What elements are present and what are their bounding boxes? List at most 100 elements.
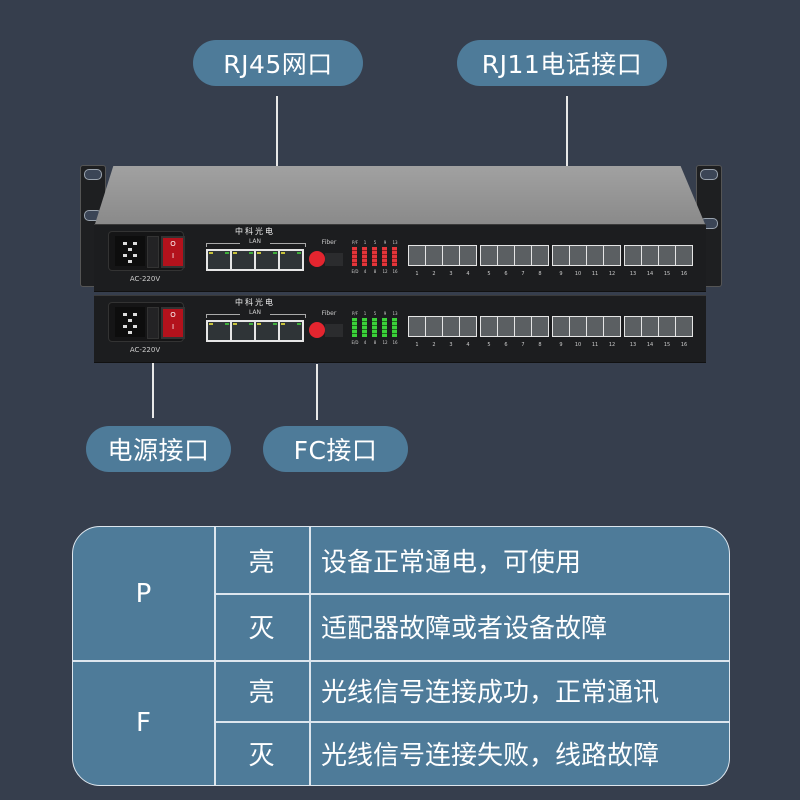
rj11-port[interactable] — [498, 317, 514, 336]
status-led — [382, 247, 387, 266]
indicator-cell-f: F — [73, 660, 214, 785]
port-number: 12 — [608, 342, 616, 348]
state-cell: 亮 — [214, 527, 309, 593]
rj11-port[interactable] — [604, 317, 620, 336]
rj11-port[interactable] — [659, 246, 675, 265]
rj11-port[interactable] — [481, 317, 497, 336]
rj45-port[interactable] — [232, 251, 254, 269]
meaning-cell: 适配器故障或者设备故障 — [321, 593, 721, 660]
rj11-port[interactable] — [443, 317, 459, 336]
meaning-text: 光线信号连接失败，线路故障 — [321, 740, 660, 771]
rj11-port[interactable] — [642, 317, 658, 336]
led-top-label: 13 — [392, 240, 398, 245]
table-divider — [73, 660, 729, 662]
rj11-port[interactable] — [553, 317, 569, 336]
rj11-port[interactable] — [498, 246, 514, 265]
indicator-label: P — [135, 578, 152, 609]
rj45-port[interactable] — [256, 251, 278, 269]
led-top-label: 5 — [373, 240, 377, 245]
callout-power: 电源接口 — [86, 426, 231, 472]
fc-connector[interactable] — [309, 251, 325, 267]
rj11-port[interactable] — [587, 317, 603, 336]
status-led — [372, 247, 377, 266]
rj11-port[interactable] — [587, 246, 603, 265]
callout-power-label: 电源接口 — [107, 436, 210, 465]
rj45-port[interactable] — [208, 322, 230, 340]
rj11-port[interactable] — [625, 317, 641, 336]
rj11-port[interactable] — [625, 246, 641, 265]
rj11-port[interactable] — [426, 317, 442, 336]
rj11-port[interactable] — [409, 246, 425, 265]
port-number: 14 — [646, 342, 654, 348]
switch-on-mark: O — [170, 311, 176, 319]
rj11-port[interactable] — [532, 317, 548, 336]
led-bottom-label: 8 — [373, 340, 377, 345]
rj11-port[interactable] — [409, 317, 425, 336]
rj11-port-group — [480, 316, 549, 337]
meaning-cell: 设备正常通电，可使用 — [321, 527, 721, 593]
table-divider — [214, 721, 729, 723]
rj45-port-block — [206, 249, 304, 271]
port-number: 8 — [538, 271, 542, 277]
rj11-port[interactable] — [604, 246, 620, 265]
state-label: 灭 — [248, 614, 275, 644]
rack-hole-icon — [700, 169, 718, 180]
led-bottom-label: 16 — [392, 340, 398, 345]
rj11-port[interactable] — [460, 317, 476, 336]
status-led — [392, 247, 397, 266]
state-cell: 灭 — [214, 721, 309, 785]
rj11-port[interactable] — [659, 317, 675, 336]
led-bottom-label: 16 — [392, 269, 398, 274]
rj11-port[interactable] — [570, 317, 586, 336]
rj11-port[interactable] — [515, 246, 531, 265]
meaning-cell: 光线信号连接成功，正常通讯 — [321, 660, 721, 721]
callout-fc: FC接口 — [263, 426, 408, 472]
rj45-port[interactable] — [256, 322, 278, 340]
port-number: 13 — [629, 271, 637, 277]
rj45-port-block — [206, 320, 304, 342]
rj45-port[interactable] — [280, 251, 302, 269]
brand-logo: 中科光电 — [235, 298, 275, 307]
rj11-port[interactable] — [443, 246, 459, 265]
fiber-label: Fiber — [321, 310, 337, 317]
port-number: 5 — [487, 271, 491, 277]
indicator-legend-table: P F 亮 灭 亮 灭 设备正常通电，可使用 适配器故障或者设备故障 光线信号连… — [72, 526, 730, 786]
led-top-label: 9 — [383, 240, 387, 245]
fc-port-body — [325, 253, 343, 266]
port-number: 13 — [629, 342, 637, 348]
meaning-cell: 光线信号连接失败，线路故障 — [321, 721, 721, 785]
rj11-port[interactable] — [676, 317, 692, 336]
rj11-port[interactable] — [481, 246, 497, 265]
port-number: 9 — [559, 342, 563, 348]
port-number: 2 — [432, 342, 436, 348]
rj45-port[interactable] — [280, 322, 302, 340]
rj11-port[interactable] — [642, 246, 658, 265]
rj11-port[interactable] — [460, 246, 476, 265]
port-number: 10 — [574, 271, 582, 277]
fc-connector[interactable] — [309, 322, 325, 338]
rj45-port[interactable] — [232, 322, 254, 340]
meaning-text: 光线信号连接成功，正常通讯 — [321, 678, 660, 708]
rj11-port[interactable] — [532, 246, 548, 265]
led-bottom-label: 12 — [382, 269, 388, 274]
indicator-label: F — [136, 707, 151, 738]
port-number: 4 — [466, 342, 470, 348]
switch-off-mark: I — [171, 323, 175, 331]
rj45-port[interactable] — [208, 251, 230, 269]
fiber-label: Fiber — [321, 239, 337, 246]
rj11-port[interactable] — [553, 246, 569, 265]
rj11-port[interactable] — [570, 246, 586, 265]
status-led — [352, 318, 357, 337]
brand-logo: 中科光电 — [235, 227, 275, 236]
switch-off-mark: I — [171, 252, 175, 260]
state-cell: 亮 — [214, 660, 309, 721]
port-number: 4 — [466, 271, 470, 277]
port-number: 15 — [663, 342, 671, 348]
rj11-port[interactable] — [426, 246, 442, 265]
rj11-port[interactable] — [515, 317, 531, 336]
rj11-port[interactable] — [676, 246, 692, 265]
